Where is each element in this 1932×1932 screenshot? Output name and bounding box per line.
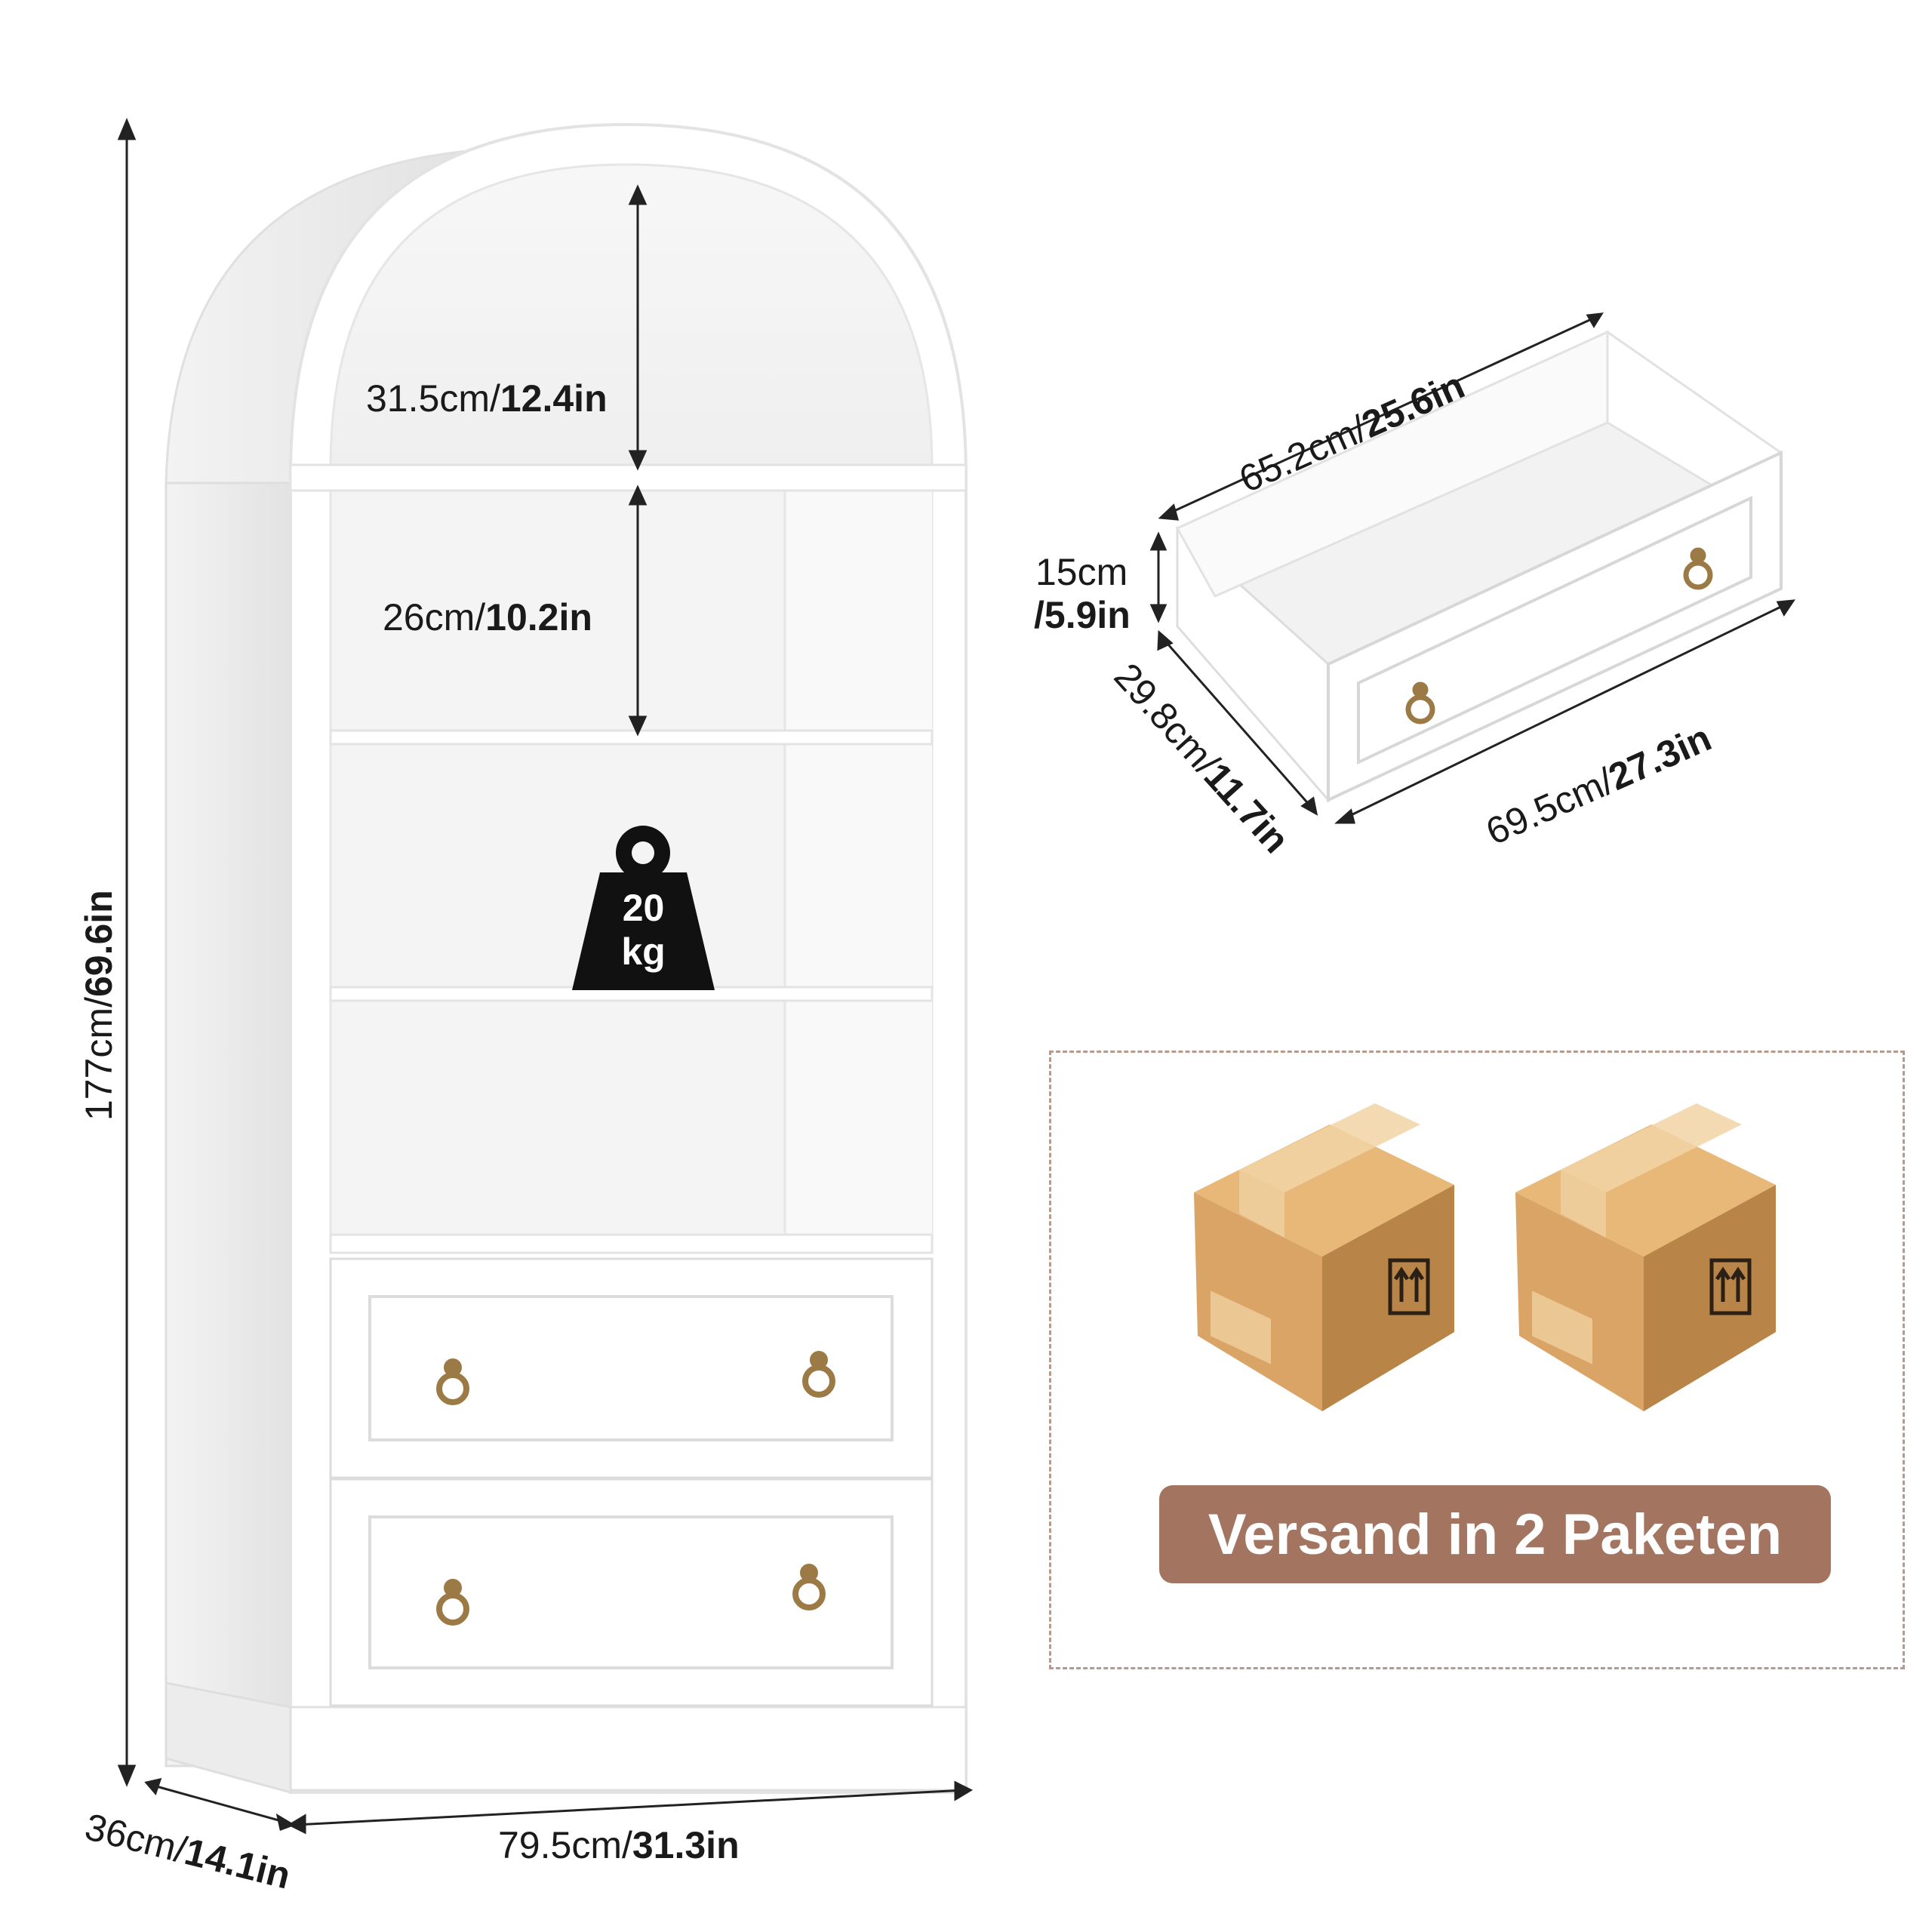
shelf-height-label: 26cm/10.2in: [383, 596, 592, 638]
shipping-banner: Versand in 2 Paketen: [1159, 1485, 1831, 1583]
kettlebell-weight-icon: [572, 826, 715, 990]
shipping-info-panel: [1049, 1051, 1905, 1669]
drawer-handle-icons: [436, 1351, 835, 1626]
drawer-height-label-in: /5.9in: [1034, 594, 1131, 636]
drawer-height-label-cm: 15cm: [1035, 551, 1128, 593]
dimension-arrows: [117, 118, 974, 1835]
weight-unit: kg: [621, 931, 666, 973]
bookcase-side-panel: [165, 481, 296, 1767]
this-side-up-arrows-icon: [1709, 1258, 1752, 1315]
this-side-up-arrows-icon: [1388, 1258, 1430, 1315]
shelf-2: [329, 729, 934, 746]
shelf-top: [289, 463, 968, 492]
drawer-dimension-arrows: [1149, 312, 1796, 824]
cardboard-box-icon: [1515, 1103, 1776, 1411]
shelf-4: [329, 1233, 934, 1254]
bookcase-base: [289, 1706, 968, 1792]
drawer-front: [1327, 450, 1783, 803]
width-label: 79.5cm/31.3in: [498, 1824, 740, 1866]
cardboard-box-icon: [1194, 1103, 1454, 1411]
weight-badge: 20 kg: [570, 823, 717, 992]
weight-value: 20: [622, 887, 665, 929]
bookcase-arch-opening: [329, 163, 934, 469]
arch-height-label: 31.5cm/12.4in: [366, 377, 608, 420]
drawer-handle-icons-side: [1405, 547, 1713, 724]
